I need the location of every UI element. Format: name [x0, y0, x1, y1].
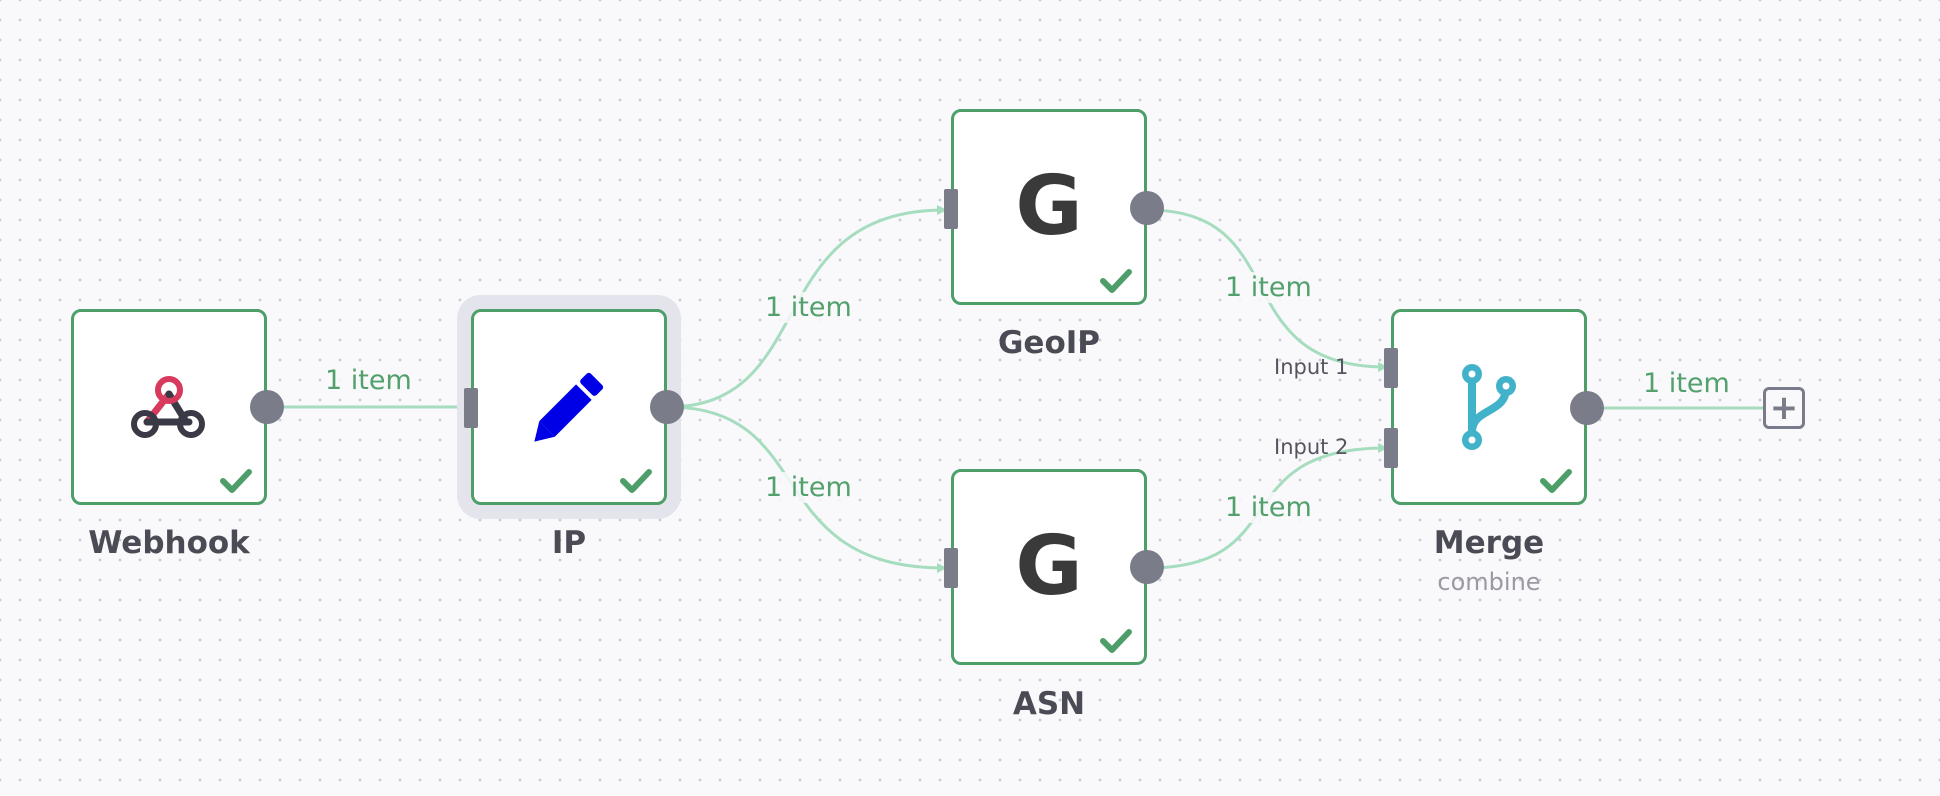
add-node-button[interactable]: + [1763, 387, 1805, 429]
node-webhook[interactable] [71, 309, 267, 505]
input-handle-ip[interactable] [464, 388, 478, 428]
node-geoip[interactable]: G [951, 109, 1147, 305]
success-check-icon [1540, 469, 1572, 493]
merge-input-2-label: Input 2 [1274, 435, 1349, 459]
node-label-merge: Merge [1433, 525, 1545, 561]
node-ip[interactable] [471, 309, 667, 505]
node-label-geoip: GeoIP [997, 325, 1101, 361]
edge-label-geoip-merge: 1 item [1222, 272, 1315, 303]
success-check-icon [1100, 629, 1132, 653]
edge-label-webhook-ip: 1 item [322, 365, 415, 396]
node-label-asn: ASN [1012, 686, 1086, 722]
pencil-icon [534, 372, 604, 442]
merge-branch-icon [1462, 364, 1516, 450]
input-handle-merge-1[interactable] [1384, 348, 1398, 388]
edge-label-asn-merge: 1 item [1222, 492, 1315, 523]
success-check-icon [620, 469, 652, 493]
node-icon-letter: G [1015, 519, 1083, 614]
node-sublabel-merge: combine [1437, 568, 1541, 596]
node-asn[interactable]: G [951, 469, 1147, 665]
output-handle-geoip[interactable] [1130, 191, 1164, 225]
node-icon-letter: G [1015, 159, 1083, 254]
input-handle-geoip[interactable] [944, 189, 958, 229]
edge-label-ip-asn: 1 item [762, 472, 855, 503]
edge-label-ip-geoip: 1 item [762, 292, 855, 323]
node-merge[interactable] [1391, 309, 1587, 505]
node-label-ip: IP [551, 525, 587, 561]
success-check-icon [1100, 269, 1132, 293]
input-handle-merge-2[interactable] [1384, 428, 1398, 468]
output-handle-merge[interactable] [1570, 391, 1604, 425]
output-handle-asn[interactable] [1130, 550, 1164, 584]
node-label-webhook: Webhook [88, 525, 250, 561]
input-handle-asn[interactable] [944, 548, 958, 588]
edge-label-merge-output: 1 item [1640, 368, 1733, 399]
output-handle-ip[interactable] [650, 390, 684, 424]
success-check-icon [220, 469, 252, 493]
merge-input-1-label: Input 1 [1274, 355, 1349, 379]
output-handle-webhook[interactable] [250, 390, 284, 424]
webhook-icon [131, 376, 205, 438]
